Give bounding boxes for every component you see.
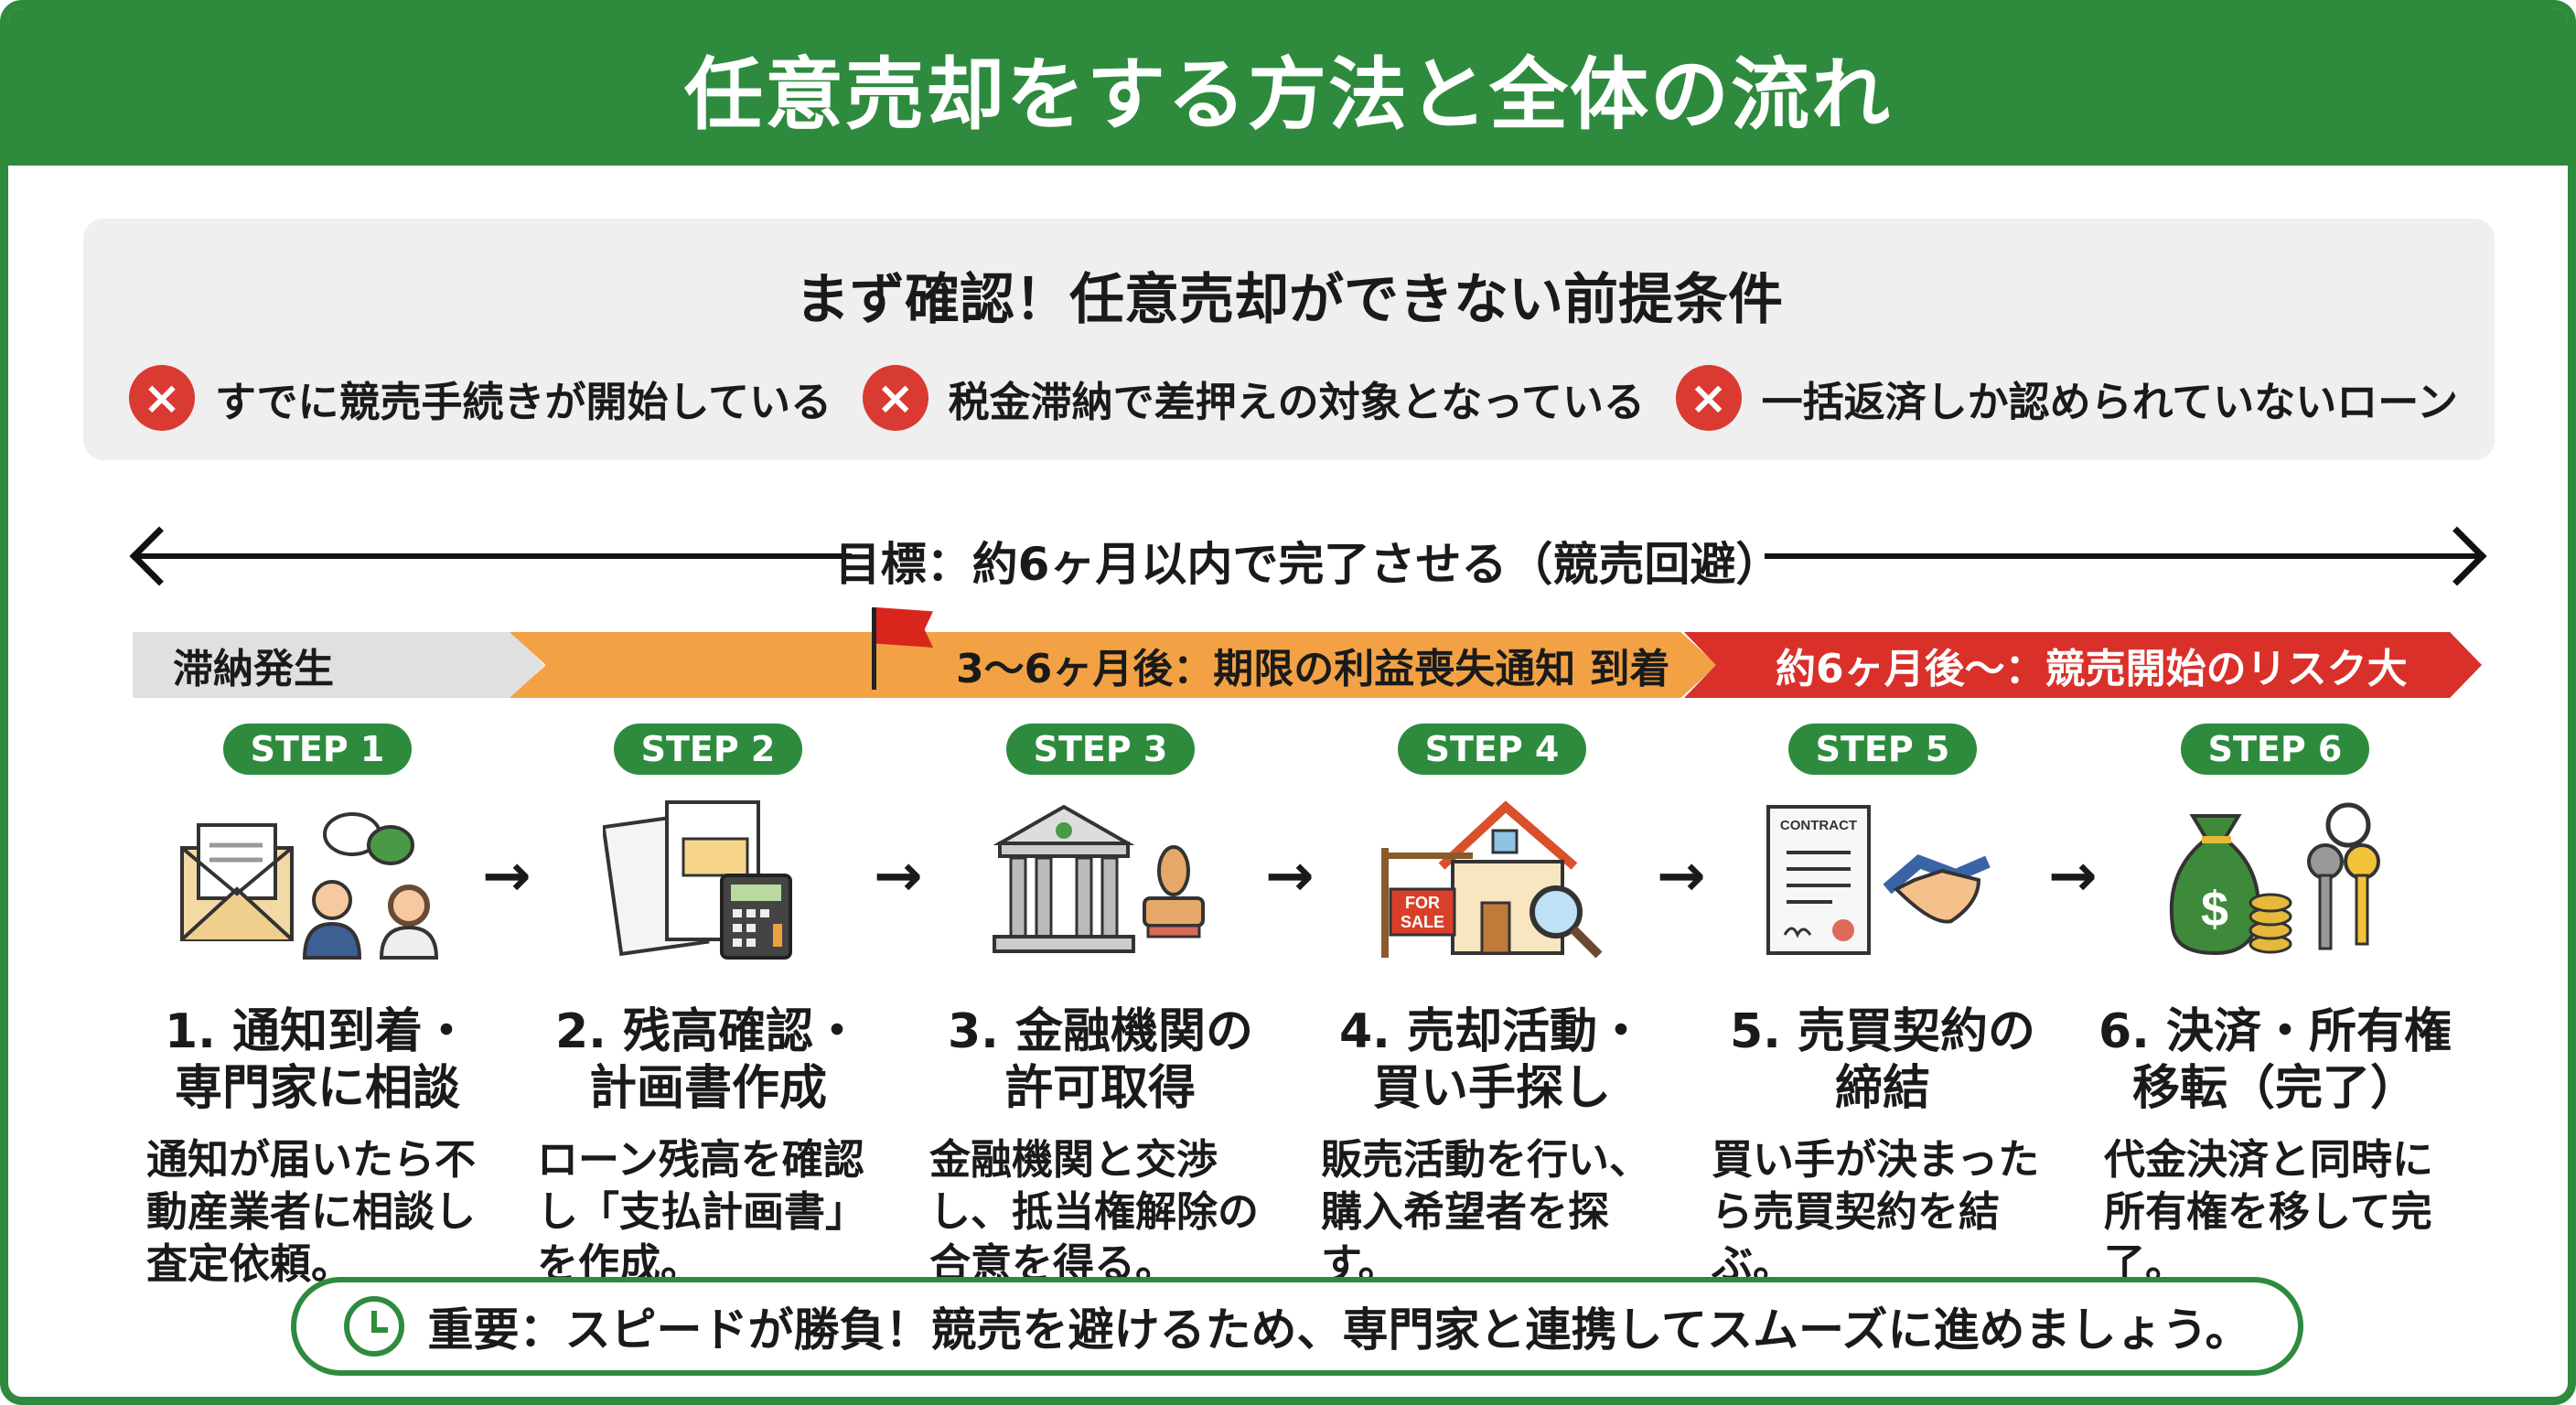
step-description: 代金決済と同時に所有権を移して完了。 (2104, 1135, 2434, 1288)
step-badge: STEP 6 (2181, 724, 2369, 775)
step-6: STEP 6 $ 6. 決済・所有権移転（完了） 代金決済と同時に所有権を移して… (2078, 724, 2472, 1290)
svg-text:FOR: FOR (1405, 894, 1440, 912)
goal-line-left (138, 553, 852, 559)
prerequisite-item: × すでに競売手続きが開始している (129, 365, 832, 431)
bank-stamp-icon (904, 793, 1297, 967)
step-5: STEP 5 CONTRACT 5. 売買契約の締結 買い手が決まったら売買契約… (1686, 724, 2079, 1290)
step-2: STEP 2 2. 残高確認・計画書作成 ローン残高を確認し「支払計画書」を作成… (511, 724, 905, 1290)
important-note: 重要：スピードが勝負！競売を避けるため、専門家と連携してスムーズに進めましょう。 (291, 1277, 2303, 1376)
step-badge: STEP 2 (614, 724, 802, 775)
goal-arrow: 目標：約6ヶ月以内で完了させる（競売回避） (129, 520, 2487, 591)
prerequisite-item: × 一括返済しか認められていないローン (1675, 365, 2458, 431)
contract-handshake-icon: CONTRACT (1686, 793, 2079, 967)
important-note-text: 重要：スピードが勝負！競売を避けるため、専門家と連携してスムーズに進めましょう。 (427, 1303, 2251, 1357)
step-title: 1. 通知到着・専門家に相談 (164, 1004, 471, 1116)
step-badge: STEP 5 (1788, 724, 1977, 775)
goal-line-right (1765, 553, 2478, 559)
header: 任意売却をする方法と全体の流れ (8, 8, 2568, 166)
step-1: STEP 1 1. 通知到着・専門家に相談 通知が届いたら不動産業者に相談し査定… (121, 724, 514, 1290)
step-description: ローン残高を確認し「支払計画書」を作成。 (537, 1135, 867, 1288)
red-flag-icon (876, 607, 933, 648)
prerequisite-text: すでに競売手続きが開始している (215, 377, 832, 426)
goal-text: 目標：約6ヶ月以内で完了させる（競売回避） (834, 538, 1782, 591)
page-title: 任意売却をする方法と全体の流れ (684, 48, 1892, 141)
clock-icon (343, 1296, 404, 1357)
svg-text:$: $ (2201, 882, 2228, 937)
step-badge: STEP 3 (1006, 724, 1195, 775)
prerequisite-text: 一括返済しか認められていないローン (1761, 377, 2458, 426)
step-description: 販売活動を行い、購入希望者を探す。 (1321, 1135, 1651, 1288)
step-title: 3. 金融機関の許可取得 (947, 1004, 1254, 1116)
step-description: 金融機関と交渉し、抵当権解除の合意を得る。 (929, 1135, 1260, 1288)
money-keys-icon: $ (2078, 793, 2472, 967)
svg-text:CONTRACT: CONTRACT (1780, 818, 1857, 833)
x-circle-icon: × (129, 365, 195, 431)
prerequisite-text: 税金滞納で差押えの対象となっている (948, 377, 1646, 426)
prerequisites-title: まず確認！任意売却ができない前提条件 (795, 268, 1783, 332)
step-title: 6. 決済・所有権移転（完了） (2098, 1004, 2453, 1116)
timeline-label: 滞納発生 (173, 646, 334, 692)
step-3: STEP 3 3. 金融機関の許可取得 金融機関と交渉し、抵当権解除の合意を得る… (904, 724, 1297, 1290)
step-badge: STEP 1 (223, 724, 412, 775)
timeline-label: 3〜6ヶ月後：期限の利益喪失通知 到着 (956, 646, 1670, 692)
svg-text:SALE: SALE (1401, 913, 1444, 931)
arrow-right-icon: → (1265, 842, 1315, 910)
x-circle-icon: × (1675, 365, 1742, 431)
prerequisites-box: まず確認！任意売却ができない前提条件 × すでに競売手続きが開始している × 税金滞… (83, 219, 2495, 460)
timeline-segment-orange: 3〜6ヶ月後：期限の利益喪失通知 到着 (510, 632, 1717, 698)
prerequisite-item: × 税金滞納で差押えの対象となっている (862, 365, 1646, 431)
timeline-segment-gray: 滞納発生 (133, 632, 544, 698)
arrow-right-icon: → (482, 842, 531, 910)
documents-calculator-icon (511, 793, 905, 967)
arrow-right-icon: → (2048, 842, 2098, 910)
flag-pole (872, 607, 876, 690)
arrow-right-icon: → (874, 842, 923, 910)
x-circle-icon: × (862, 365, 928, 431)
step-description: 通知が届いたら不動産業者に相談し査定依頼。 (146, 1135, 477, 1288)
arrow-right-icon: → (1657, 842, 1706, 910)
timeline-label: 約6ヶ月後〜：競売開始のリスク大 (1776, 646, 2408, 692)
timeline-segment-red: 約6ヶ月後〜：競売開始のリスク大 (1684, 632, 2482, 698)
step-title: 5. 売買契約の締結 (1729, 1004, 2036, 1116)
step-title: 4. 売却活動・買い手探し (1338, 1004, 1646, 1116)
envelope-consult-icon (121, 793, 514, 967)
step-description: 買い手が決まったら売買契約を結ぶ。 (1712, 1135, 2040, 1288)
step-badge: STEP 4 (1398, 724, 1586, 775)
step-title: 2. 残高確認・計画書作成 (554, 1004, 862, 1116)
